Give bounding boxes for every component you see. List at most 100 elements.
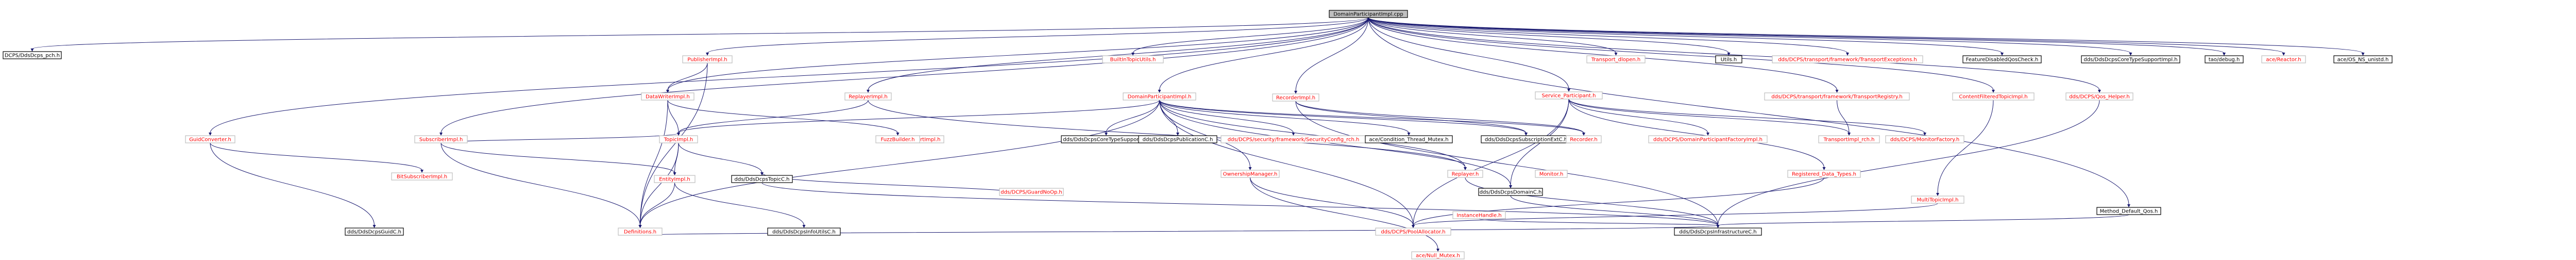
node-datawriter-impl[interactable]: DataWriterImpl.h bbox=[641, 92, 694, 101]
node-root[interactable]: DomainParticipantImpl.cpp bbox=[1329, 10, 1408, 18]
node-dds-monitor-factory[interactable]: dds/DCPS/MonitorFactory.h bbox=[1885, 135, 1964, 143]
edge-arrowhead bbox=[1292, 133, 1295, 136]
node-label: FuzzBuilder.h bbox=[880, 137, 914, 143]
node-dds-security-config[interactable]: dds/DCPS/security/framework/SecurityConf… bbox=[1221, 135, 1366, 143]
node-method-default-qos[interactable]: Method_Default_Qos.h bbox=[2096, 207, 2161, 215]
node-utils[interactable]: Utils.h bbox=[1715, 55, 1742, 63]
node-box bbox=[1764, 92, 1910, 101]
edge-arrowhead bbox=[1294, 91, 1297, 94]
node-box bbox=[1272, 93, 1319, 102]
node-guid-converter[interactable]: GuidConverter.h bbox=[185, 135, 235, 143]
edge-arrowhead bbox=[1131, 53, 1134, 56]
include-edges bbox=[30, 17, 2365, 252]
node-dds-dcps-guid[interactable]: dds/DdsDcpsGuidC.h bbox=[345, 228, 404, 236]
node-content-filtered[interactable]: ContentFilteredTopicImpl.h bbox=[1952, 92, 2035, 101]
edge-arrowhead bbox=[1509, 185, 1512, 188]
edge-recorder-impl-to-recorder-h bbox=[1295, 101, 1584, 134]
node-service-participant[interactable]: Service_Participant.h bbox=[1535, 91, 1603, 100]
edge-arrowhead bbox=[1436, 249, 1439, 252]
node-definitions[interactable]: Definitions.h bbox=[618, 228, 663, 236]
node-label: DomainParticipantImpl.h bbox=[1128, 94, 1192, 100]
node-pool-allocator[interactable]: dds/DCPS/PoolAllocator.h bbox=[1375, 228, 1451, 236]
edge-entity-impl-to-definitions bbox=[640, 182, 675, 226]
node-dcps-dds-pch[interactable]: DCPS/DdsDcps_pch.h bbox=[3, 51, 62, 59]
edge-arrowhead bbox=[2129, 53, 2132, 56]
edge-root-to-builtin-topic-utils bbox=[1132, 17, 1369, 54]
edge-root-to-transport-dlopen bbox=[1368, 17, 1616, 54]
edge-arrowhead bbox=[666, 90, 669, 93]
edge-arrowhead bbox=[867, 90, 870, 93]
edge-recorder-impl-to-dds-subscription-ext bbox=[1295, 101, 1527, 134]
node-tao-debug[interactable]: tao/debug.h bbox=[2205, 55, 2244, 63]
edge-arrowhead bbox=[1412, 225, 1415, 228]
node-registered-data-types[interactable]: Registered_Data_Types.h bbox=[1787, 170, 1861, 178]
node-subscriber-impl[interactable]: SubscriberImpl.h bbox=[414, 135, 468, 143]
edge-domain-participant-impl-h-to-dds-core-ts bbox=[1106, 100, 1160, 134]
node-monitor-h[interactable]: Monitor.h bbox=[1535, 170, 1568, 178]
node-fuzz-builder[interactable]: FuzzBuilder.h bbox=[875, 135, 920, 143]
edge-domain-participant-impl-h-to-replayer-h bbox=[1159, 100, 1466, 168]
node-builtin-topic-utils[interactable]: BuiltInTopicUtils.h bbox=[1102, 55, 1164, 63]
node-label: Recorder.h bbox=[1570, 137, 1597, 143]
edge-service-participant-to-registered-data-types bbox=[1568, 99, 1824, 168]
node-transport-impl-rch[interactable]: TransportImpl_rch.h bbox=[1818, 135, 1880, 143]
edge-root-to-content-filtered bbox=[1368, 17, 1994, 91]
node-box bbox=[618, 228, 663, 236]
node-ace-condition[interactable]: ace/Condition_Thread_Mutex.h bbox=[1365, 135, 1453, 143]
node-label: TransportImpl_rch.h bbox=[1823, 137, 1875, 143]
node-ace-recursive-mutex[interactable]: ace/Null_Mutex.h bbox=[1411, 251, 1465, 259]
node-publisher-impl[interactable]: PublisherImpl.h bbox=[682, 55, 733, 63]
edge-arrowhead bbox=[896, 133, 900, 136]
node-recorder-h[interactable]: Recorder.h bbox=[1566, 135, 1602, 143]
node-dds-dcps-domain[interactable]: dds/DdsDcpsDomainC.h bbox=[1478, 188, 1543, 196]
node-domain-participant-impl-h[interactable]: DomainParticipantImpl.h bbox=[1123, 92, 1196, 101]
edge-arrowhead bbox=[1923, 133, 1926, 136]
node-dds-infrastructure[interactable]: dds/DdsDcpsInfrastructureC.h bbox=[1674, 228, 1762, 236]
edge-service-participant-to-transport-impl-rch bbox=[1568, 99, 1850, 134]
node-ace-reactor[interactable]: ace/Reactor.h bbox=[2261, 55, 2306, 63]
node-dds-core-ts[interactable]: dds/DdsDcpsCoreTypeSupportC.h bbox=[1061, 135, 1151, 143]
node-transport-exceptions[interactable]: dds/DCPS/transport/framework/TransportEx… bbox=[1772, 55, 1923, 63]
node-multi-topic-impl[interactable]: MultiTopicImpl.h bbox=[1911, 196, 1964, 204]
node-transport-registry[interactable]: dds/DCPS/transport/framework/TransportRe… bbox=[1764, 92, 1910, 101]
node-entity-impl[interactable]: EntityImpl.h bbox=[654, 175, 696, 183]
node-label: DataWriterImpl.h bbox=[646, 94, 690, 100]
edge-dds-dcps-topic-to-dds-infrastructure bbox=[761, 182, 1718, 226]
node-recorder-impl[interactable]: RecorderImpl.h bbox=[1272, 93, 1319, 102]
node-dcps-dds-fwd-bridge[interactable]: dds/DCPS/GuardNoOp.h bbox=[999, 188, 1064, 196]
edge-replayer-impl-to-replayer-h bbox=[868, 100, 1466, 168]
edge-root-to-service-participant bbox=[1368, 17, 1569, 90]
node-transport-dlopen[interactable]: Transport_dlopen.h bbox=[1586, 55, 1646, 63]
node-dds-publication[interactable]: dds/DdsDcpsPublicationC.h bbox=[1138, 135, 1217, 143]
node-feature-disabled[interactable]: FeatureDisabledQosCheck.h bbox=[1962, 55, 2042, 63]
node-bit-subscriber-impl[interactable]: BitSubscriberImpl.h bbox=[391, 172, 453, 181]
node-dds-domain-participant-factory[interactable]: dds/DCPS/DomainParticipantFactoryImpl.h bbox=[1648, 135, 1768, 143]
edge-dds-dcps-domain-to-dds-infrastructure bbox=[1510, 195, 1718, 226]
edge-publisher-impl-to-datawriter-impl bbox=[667, 62, 708, 91]
node-ownership-manager[interactable]: OwnershipManager.h bbox=[1221, 170, 1280, 178]
edge-root-to-dcps-dds-pch bbox=[32, 17, 1369, 50]
edge-root-to-guid-converter bbox=[210, 17, 1369, 134]
node-box bbox=[2065, 92, 2133, 101]
node-typesupport-impl[interactable]: dds/DdsDcpsCoreTypeSupportImpl.h bbox=[2081, 55, 2180, 63]
node-replayer-h[interactable]: Replayer.h bbox=[1447, 170, 1483, 178]
edge-domain-participant-impl-h-to-recorder-h bbox=[1159, 100, 1584, 134]
edge-arrowhead bbox=[2001, 53, 2004, 56]
edge-arrowhead bbox=[2223, 53, 2226, 56]
node-dds-conditions[interactable]: dds/DdsDcpsInfoUtilsC.h bbox=[767, 228, 841, 236]
node-qos-helper[interactable]: dds/DCPS/Qos_Helper.h bbox=[2065, 92, 2133, 101]
node-dds-subscription-ext[interactable]: dds/DdsDcpsSubscriptionExtC.h bbox=[1481, 135, 1571, 143]
node-replayer-impl[interactable]: ReplayerImpl.h bbox=[844, 92, 892, 101]
node-label: ReplayerImpl.h bbox=[849, 94, 887, 100]
node-box bbox=[1535, 91, 1603, 100]
node-dds-dcps-topic[interactable]: dds/DdsDcpsTopicC.h bbox=[731, 175, 793, 183]
node-label: dds/DdsDcpsInfrastructureC.h bbox=[1679, 230, 1756, 235]
node-box bbox=[1787, 170, 1861, 178]
node-box bbox=[2261, 55, 2306, 63]
node-ace-os-unistd[interactable]: ace/OS_NS_unistd.h bbox=[2333, 55, 2393, 63]
node-instance-handle[interactable]: InstanceHandle.h bbox=[1452, 211, 1506, 219]
edge-arrowhead bbox=[1992, 90, 1995, 93]
edge-root-to-domain-participant-impl-h bbox=[1159, 17, 1369, 91]
node-box bbox=[1447, 170, 1483, 178]
node-topic-impl[interactable]: TopicImpl.h bbox=[659, 135, 698, 143]
